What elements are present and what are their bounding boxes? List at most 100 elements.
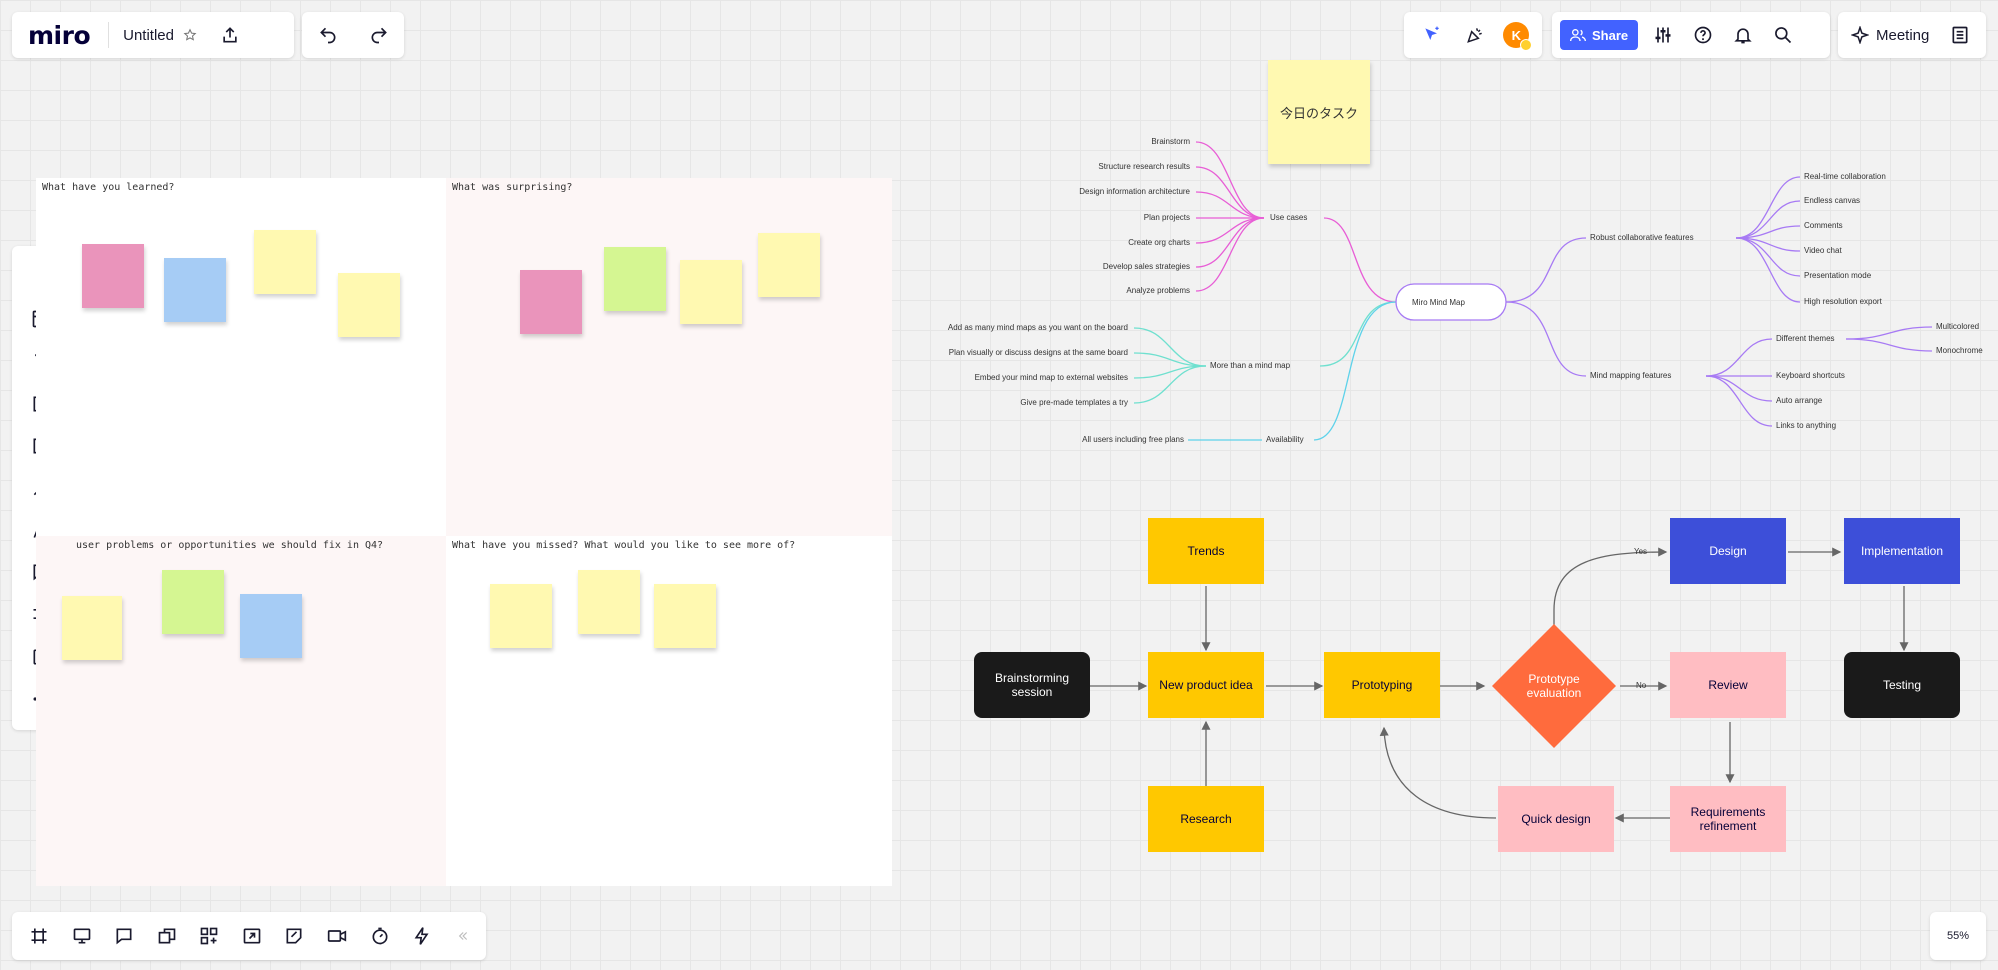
frame-title: What was surprising? <box>452 182 573 193</box>
flow-node-label: Trends <box>1187 544 1225 558</box>
share-label: Share <box>1592 27 1629 43</box>
mindmap-leaf[interactable]: Monochrome <box>1936 346 1983 355</box>
zoom-level[interactable]: 55% <box>1946 930 1970 942</box>
flow-node-label: Implementation <box>1860 544 1944 558</box>
flow-node-brainstorming[interactable]: Brainstorming session <box>974 652 1090 718</box>
sticky-note[interactable] <box>654 584 716 648</box>
mindmap-node[interactable]: More than a mind map <box>1210 361 1291 370</box>
meeting-button[interactable]: Meeting <box>1876 26 1930 44</box>
comments-panel-icon[interactable] <box>109 921 139 951</box>
mindmap-leaf[interactable]: Video chat <box>1804 246 1842 255</box>
collapse-chevron-icon[interactable] <box>450 921 474 951</box>
flow-node-label: Testing <box>1882 678 1922 692</box>
flow-node-testing[interactable]: Testing <box>1844 652 1960 718</box>
sticky-note[interactable] <box>338 273 400 337</box>
user-avatar[interactable]: K <box>1503 22 1533 51</box>
mindmap-leaf[interactable]: Give pre-made templates a try <box>1020 398 1128 407</box>
sticky-note[interactable] <box>520 270 582 334</box>
frames-icon[interactable] <box>24 921 54 951</box>
mindmap-leaf[interactable]: Brainstorm <box>1151 137 1190 146</box>
flow-node-implementation[interactable]: Implementation <box>1844 518 1960 584</box>
mindmap-leaf[interactable]: Plan visually or discuss designs at the … <box>948 348 1128 357</box>
cards-icon[interactable] <box>152 921 182 951</box>
sticky-note[interactable] <box>82 244 144 308</box>
board-title[interactable]: Untitled <box>123 26 174 44</box>
miro-logo[interactable]: miro <box>28 20 91 50</box>
mindmap-leaf[interactable]: Structure research results <box>1098 162 1190 171</box>
frame-learned[interactable]: What have you learned? <box>36 178 446 536</box>
sticky-note[interactable] <box>578 570 640 634</box>
flow-node-label: Prototyping <box>1351 678 1413 692</box>
search-icon[interactable] <box>1768 20 1798 50</box>
mindmap-leaf[interactable]: Plan projects <box>1143 213 1190 222</box>
task-sticky-note[interactable]: 今日のタスク <box>1268 60 1370 164</box>
mindmap-leaf[interactable]: Endless canvas <box>1804 196 1861 205</box>
history-controls <box>302 12 404 58</box>
mindmap-leaf[interactable]: Multicolored <box>1936 322 1980 331</box>
sticky-note[interactable] <box>162 570 224 634</box>
timer-icon[interactable] <box>365 921 395 951</box>
sticky-note[interactable] <box>254 230 316 294</box>
mindmap-leaf[interactable]: Comments <box>1804 221 1843 230</box>
export-icon[interactable] <box>216 21 244 49</box>
flow-node-prototyping[interactable]: Prototyping <box>1324 652 1440 718</box>
share-screen-icon[interactable] <box>237 921 267 951</box>
sticky-note[interactable] <box>164 258 226 322</box>
mindmap-leaf[interactable]: Real-time collaboration <box>1804 172 1886 181</box>
board-menu-icon[interactable] <box>1946 21 1974 49</box>
notes-icon[interactable] <box>279 921 309 951</box>
settings-sliders-icon[interactable] <box>1648 20 1678 50</box>
mindmap-leaf[interactable]: Create org charts <box>1128 238 1190 247</box>
reactions-icon[interactable] <box>407 921 437 951</box>
star-icon[interactable] <box>182 27 198 43</box>
redo-icon[interactable] <box>361 17 397 53</box>
notifications-bell-icon[interactable] <box>1728 20 1758 50</box>
mindmap-leaf[interactable]: Presentation mode <box>1804 271 1872 280</box>
mindmap-node[interactable]: Different themes <box>1776 334 1835 343</box>
mindmap-leaf[interactable]: Add as many mind maps as you want on the… <box>947 323 1128 332</box>
flow-node-trends[interactable]: Trends <box>1148 518 1264 584</box>
mindmap-root[interactable]: Miro Mind Map <box>1412 298 1465 307</box>
sticky-note[interactable] <box>490 584 552 648</box>
mindmap-leaf[interactable]: Embed your mind map to external websites <box>974 373 1128 382</box>
sticky-note[interactable] <box>240 594 302 658</box>
mindmap-leaf[interactable]: Auto arrange <box>1776 396 1823 405</box>
help-icon[interactable] <box>1688 20 1718 50</box>
mindmap-node[interactable]: Robust collaborative features <box>1590 233 1694 242</box>
frame-title: What have you learned? <box>42 182 175 193</box>
mindmap-leaf[interactable]: Analyze problems <box>1126 286 1190 295</box>
collaboration-tools: K <box>1404 12 1542 58</box>
undo-icon[interactable] <box>310 17 346 53</box>
meeting-panel: Meeting <box>1838 12 1986 58</box>
flow-node-quick-design[interactable]: Quick design <box>1498 786 1614 852</box>
mindmap-leaf[interactable]: Links to anything <box>1776 421 1837 430</box>
share-button[interactable]: Share <box>1560 20 1639 50</box>
flow-node-requirements[interactable]: Requirements refinement <box>1670 786 1786 852</box>
presentation-icon[interactable] <box>67 921 97 951</box>
sticky-note[interactable] <box>62 596 122 660</box>
mindmap-leaf[interactable]: High resolution export <box>1804 297 1882 306</box>
celebrate-icon[interactable] <box>1460 20 1490 50</box>
flow-node-evaluation[interactable]: Prototype evaluation <box>1490 622 1618 750</box>
divider <box>108 22 110 48</box>
mindmap-node[interactable]: Mind mapping features <box>1590 371 1672 380</box>
mindmap-node[interactable]: Use cases <box>1270 213 1308 222</box>
video-call-icon[interactable] <box>322 921 352 951</box>
sticky-note[interactable] <box>758 233 820 297</box>
cursor-follow-icon[interactable] <box>1417 20 1447 50</box>
mindmap-leaf[interactable]: All users including free plans <box>1082 435 1184 444</box>
mindmap-node[interactable]: Availability <box>1266 435 1304 444</box>
flow-node-review[interactable]: Review <box>1670 652 1786 718</box>
mindmap-leaf[interactable]: Develop sales strategies <box>1102 262 1190 271</box>
meeting-icon <box>1850 25 1870 45</box>
flow-node-research[interactable]: Research <box>1148 786 1264 852</box>
apps-grid-icon[interactable] <box>194 921 224 951</box>
mindmap-leaf[interactable]: Keyboard shortcuts <box>1776 371 1845 380</box>
flow-node-label: Requirements refinement <box>1690 805 1766 833</box>
flow-node-new-idea[interactable]: New product idea <box>1148 652 1264 718</box>
flow-node-design[interactable]: Design <box>1670 518 1786 584</box>
sticky-note[interactable] <box>680 260 742 324</box>
sticky-note[interactable] <box>604 247 666 311</box>
mindmap-leaf[interactable]: Design information architecture <box>1079 187 1190 196</box>
